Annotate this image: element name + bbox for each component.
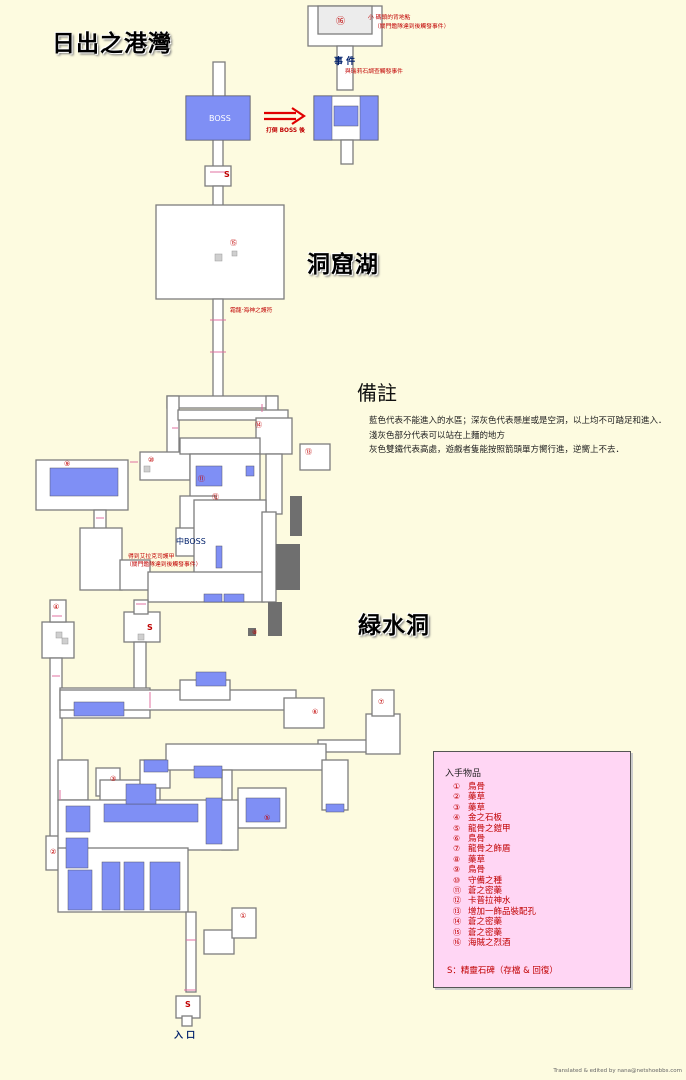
legend-item-number: ⑪ <box>453 886 461 896</box>
legend-item: ⑤ 龍骨之鎧甲 <box>453 824 536 834</box>
legend-item: ⑥ 鳥骨 <box>453 834 536 844</box>
legend-item: ⑩ 守備之種 <box>453 876 536 886</box>
legend-item-name: 金之石板 <box>468 813 503 824</box>
item-note: 得到艾拉克司護甲 <box>128 554 175 560</box>
marker-9: ⑨ <box>64 460 71 468</box>
legend-item-number: ⑯ <box>453 938 461 948</box>
event-note: 與瑞莉石調查觸發事件 <box>345 69 403 75</box>
legend-item-number: ⑭ <box>453 917 461 927</box>
legend-item-number: ① <box>453 782 461 791</box>
legend-item: ⑦ 龍骨之飾盾 <box>453 844 536 854</box>
marker-10: ⑩ <box>148 456 155 464</box>
legend-item-number: ⑥ <box>453 834 461 844</box>
legend-item-name: 卡普拉神水 <box>468 896 511 907</box>
marker-16: ⑯ <box>336 17 346 27</box>
marker-5: ⑤ <box>264 814 271 822</box>
legend-item: ④ 金之石板 <box>453 813 536 823</box>
legend-item-name: 增加一飾品裝配孔 <box>468 906 537 917</box>
marker-3: ③ <box>110 775 117 783</box>
legend-item: ⑭ 蒼之密藥 <box>453 917 536 927</box>
legend-item: ⑧ 藥草 <box>453 855 536 865</box>
legend-item-name: 龍骨之鎧甲 <box>468 823 511 834</box>
legend-item-name: 藥草 <box>468 802 486 813</box>
legend-item-number: ⑤ <box>453 823 461 833</box>
legend-item-number: ⑧ <box>453 854 461 864</box>
marker-12: ⑫ <box>212 493 219 501</box>
legend-item-name: 海賊之烈酒 <box>468 938 511 949</box>
event-note: 小 碼頭的背地點 <box>368 15 411 21</box>
boss-label: BOSS <box>209 114 231 123</box>
save-point: S <box>185 1000 191 1009</box>
legend-item-number: ⑨ <box>453 865 461 875</box>
legend-item: ⑪ 蒼之密藥 <box>453 886 536 896</box>
notes-line: 藍色代表不能進入的水區；深灰色代表懸崖或是空洞，以上均不可踏足和進入． <box>369 416 667 426</box>
event-note: （關門鑑隊達到後觸發事件） <box>126 562 202 568</box>
marker-13: ⑬ <box>305 448 312 456</box>
area-title-harbor: 日出之港灣 <box>52 30 172 57</box>
legend-item: ⑯ 海賊之烈酒 <box>453 938 536 948</box>
event-label: 事 件 <box>334 57 356 67</box>
legend-title: 入手物品 <box>445 769 482 779</box>
legend-item-name: 鳥骨 <box>468 782 486 792</box>
legend-item: ① 鳥骨 <box>453 782 536 792</box>
marker-7: ⑦ <box>378 698 385 706</box>
legend-item-number: ③ <box>453 802 461 812</box>
defeat-boss-note: 打倒 BOSS 後 <box>266 128 305 134</box>
legend-item-name: 鳥骨 <box>468 834 486 845</box>
legend-save-note: S：精靈石碑（存檔 & 回復） <box>447 966 558 976</box>
legend-item: ⑨ 鳥骨 <box>453 865 536 875</box>
area-title-cave-lake: 洞窟湖 <box>307 251 379 278</box>
legend-item-name: 藥草 <box>468 792 486 803</box>
save-point: S <box>147 623 153 632</box>
legend-item-number: ⑩ <box>453 875 461 885</box>
legend-item-number: ⑬ <box>453 906 461 916</box>
marker-4: ④ <box>53 603 60 611</box>
legend-item: ② 藥草 <box>453 792 536 802</box>
item-note: 霜龍·海神之護符 <box>230 308 273 314</box>
marker-11: ⑪ <box>198 475 205 483</box>
legend-list: ① 鳥骨 ② 藥草 ③ 藥草 ④ 金之石板 ⑤ 龍骨之鎧甲 ⑥ 鳥骨 ⑦ 龍骨之飾盾 ⑧ 藥草 ⑨ 鳥骨 ⑩ 守備之種… <box>453 782 536 949</box>
legend-item-name: 蒼之密藥 <box>468 886 503 897</box>
marker-15: ⑮ <box>230 239 237 247</box>
notes-line: 灰色雙鐵代表高處，遊戲者隻能按照箭頭單方嚮行進，逆嚮上不去． <box>369 445 625 455</box>
marker-8: ⑧ <box>252 629 258 636</box>
item-legend: 入手物品 ① 鳥骨 ② 藥草 ③ 藥草 ④ 金之石板 ⑤ 龍骨之鎧甲 ⑥ 鳥骨 ⑦ 龍骨之飾盾 ⑧ 藥草 ⑨ 鳥骨… <box>433 751 631 988</box>
legend-item: ⑬ 增加一飾品裝配孔 <box>453 907 536 917</box>
legend-item-number: ⑫ <box>453 896 461 906</box>
credit-footer: Translated & edited by nana@netshoebbs.c… <box>553 1068 682 1074</box>
legend-item-number: ⑮ <box>453 927 461 937</box>
marker-2: ② <box>50 848 57 856</box>
legend-item-name: 鳥骨 <box>468 865 486 876</box>
event-note: （關門鑑隊達到後觸發事件） <box>374 24 450 30</box>
mid-boss-label: 中BOSS <box>176 537 206 546</box>
legend-item: ⑮ 蒼之密藥 <box>453 928 536 938</box>
marker-1: ① <box>240 912 247 920</box>
notes-heading: 備註 <box>357 381 397 405</box>
legend-item-number: ④ <box>453 813 461 823</box>
area-title-green-cave: 緑水洞 <box>358 612 430 639</box>
legend-item: ③ 藥草 <box>453 803 536 813</box>
legend-item: ⑫ 卡普拉神水 <box>453 896 536 906</box>
marker-6: ⑥ <box>312 708 319 716</box>
save-point: S <box>224 170 230 179</box>
notes-line: 淺灰色部分代表可以站在上麵的地方 <box>369 431 506 441</box>
legend-item-number: ② <box>453 792 461 802</box>
legend-item-number: ⑦ <box>453 844 461 854</box>
marker-14: ⑭ <box>255 421 262 429</box>
legend-item-name: 蒼之密藥 <box>468 927 503 938</box>
legend-item-name: 蒼之密藥 <box>468 917 503 928</box>
legend-item-name: 守備之種 <box>468 875 503 886</box>
legend-item-name: 藥草 <box>468 854 486 865</box>
entrance-label: 入 口 <box>174 1031 196 1041</box>
legend-item-name: 龍骨之飾盾 <box>468 844 511 855</box>
